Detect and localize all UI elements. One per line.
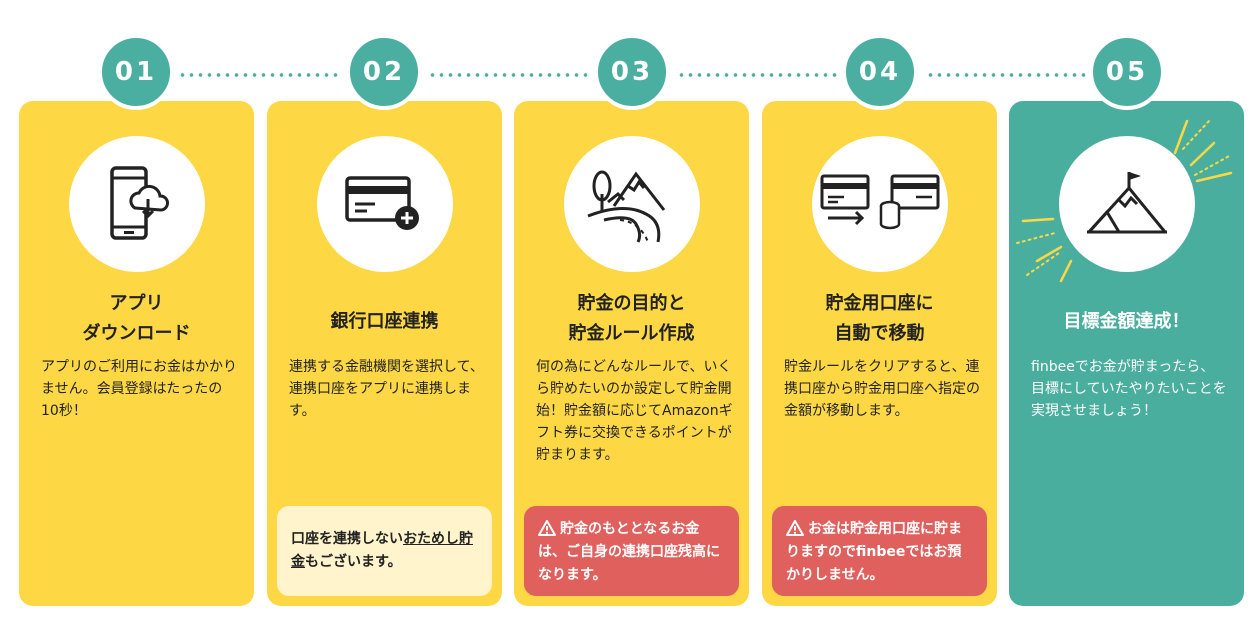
warning-note: 貯金のもととなるお金は、ご自身の連携口座残高になります。 — [524, 506, 739, 596]
step-title-line-1: 貯金の目的と — [577, 293, 686, 314]
step-title-line-2: 自動で移動 — [834, 323, 925, 344]
note-text: 口座を連携しない — [291, 531, 403, 547]
step-title-line-2: ダウンロード — [82, 323, 191, 344]
connector-dots-4 — [926, 71, 1090, 79]
step-title: 貯金の目的と 貯金ルール作成 — [514, 289, 749, 349]
step-number-badge-2: 02 — [346, 34, 422, 110]
step-card-5: 目標金額達成！ finbeeでお金が貯まったら、目標にしていたやりたいことを実現… — [1009, 101, 1244, 606]
warning-icon — [786, 520, 804, 536]
step-description: finbeeでお金が貯まったら、目標にしていたやりたいことを実現させましょう！ — [1031, 359, 1227, 419]
step-number-badge-4: 04 — [842, 34, 918, 110]
sparkle-lines-icon — [1016, 119, 1233, 283]
trial-savings-note: 口座を連携しないおためし貯金もございます。 — [277, 506, 492, 596]
icon-circle — [68, 136, 205, 272]
step-card-4: 貯金用口座に 自動で移動 貯金ルールをクリアすると、連携口座から貯金用口座へ指定… — [762, 101, 997, 606]
step-title-line-2: 貯金ルール作成 — [568, 323, 695, 344]
icon-circle — [811, 136, 948, 272]
mountain-road-icon — [586, 170, 665, 243]
trial-savings-link[interactable]: おためし貯金 — [291, 531, 473, 570]
warning-icon — [538, 520, 556, 536]
connector-dots-1 — [178, 71, 342, 79]
icon-circle — [316, 136, 453, 272]
warning-note: お金は貯金用口座に貯まりますのでfinbeeではお預かりしません。 — [772, 506, 987, 596]
connector-dots-3 — [677, 71, 841, 79]
step-title-line-1: 貯金用口座に — [825, 293, 934, 314]
step-title-line-1: アプリ — [109, 293, 164, 314]
step-number-badge-1: 01 — [98, 34, 174, 110]
step-description: 連携する金融機関を選択して、連携口座をアプリに連携します。 — [289, 359, 484, 419]
warning-note-text: 貯金のもととなるお金は、ご自身の連携口座残高になります。 — [538, 521, 720, 583]
warning-note-text: お金は貯金用口座に貯まりますのでfinbeeではお預かりしません。 — [786, 521, 962, 583]
step-description: 貯金ルールをクリアすると、連携口座から貯金用口座へ指定の金額が移動します。 — [784, 359, 980, 419]
note-text: もございます。 — [305, 554, 402, 570]
step-title: アプリ ダウンロード — [19, 289, 254, 349]
icon-circle — [1058, 136, 1195, 272]
step-description: 何の為にどんなルールで、いくら貯めたいのか設定して貯金開始！貯金額に応じてAma… — [536, 359, 733, 463]
smartphone-download-icon — [109, 166, 169, 240]
step-title: 銀行口座連携 — [330, 311, 439, 332]
step-number-badge-3: 03 — [594, 34, 670, 110]
step-card-3: 貯金の目的と 貯金ルール作成 何の為にどんなルールで、いくら貯めたいのか設定して… — [514, 101, 749, 606]
icon-circle — [563, 136, 700, 272]
mountain-flag-icon — [1086, 172, 1167, 234]
step-title: 目標金額達成！ — [1063, 311, 1190, 332]
step-card-2: 銀行口座連携 連携する金融機関を選択して、連携口座をアプリに連携します。 口座を… — [267, 101, 502, 606]
card-transfer-coins-icon — [820, 174, 939, 230]
step-title: 貯金用口座に 自動で移動 — [762, 289, 997, 349]
step-description: アプリのご利用にお金はかかりません。会員登録はたったの10秒！ — [41, 359, 237, 419]
step-number-badge-5: 05 — [1089, 34, 1165, 110]
step-card-1: アプリ ダウンロード アプリのご利用にお金はかかりません。会員登録はたったの10… — [19, 101, 254, 606]
connector-dots-2 — [428, 71, 590, 79]
card-add-icon — [344, 176, 419, 230]
